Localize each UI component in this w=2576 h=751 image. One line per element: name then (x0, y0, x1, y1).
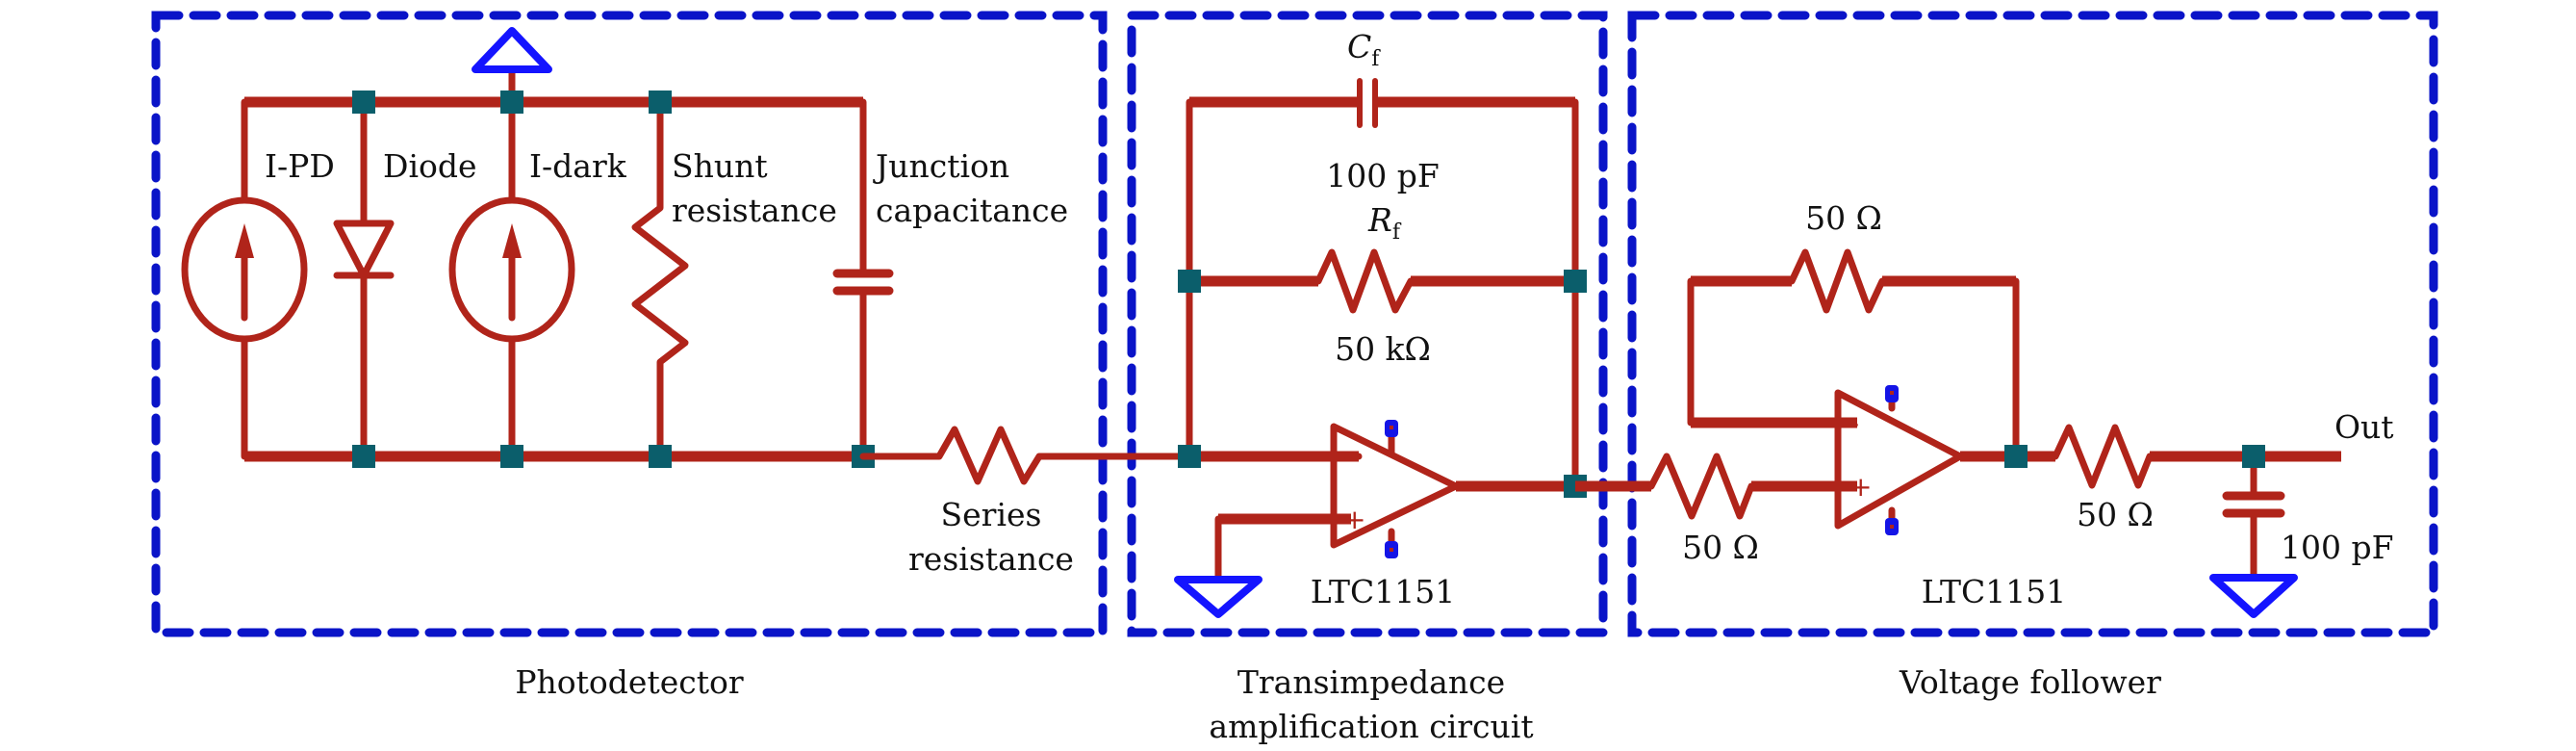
output-resistor (2052, 424, 2341, 489)
label-input-resistor: 50 Ω (1682, 529, 1759, 566)
output-capacitor (2222, 453, 2285, 582)
ground-icon (1174, 576, 1262, 618)
ground-icon (472, 27, 552, 73)
junction-node (500, 91, 523, 114)
label-opamp2-model: LTC1151 (1922, 573, 2066, 610)
label-shunt-line1: Shunt (672, 147, 768, 185)
junction-node (1564, 270, 1587, 293)
minus-sign-icon: - (1343, 441, 1353, 473)
rf-resistor (1189, 248, 1575, 314)
label-rf-value: 50 kΩ (1335, 330, 1431, 368)
label-junction-line1: Junction (873, 147, 1009, 185)
plus-sign-icon: + (1343, 504, 1365, 535)
feedback-resistor (1691, 248, 2016, 314)
label-shunt-line2: resistance (672, 192, 837, 229)
ground-icon (2209, 574, 2298, 618)
current-source-idark (448, 98, 575, 460)
label-rf: Rf (1367, 201, 1402, 245)
label-out: Out (2334, 408, 2394, 446)
caption-transimpedance-line1: Transimpedance (1237, 663, 1505, 701)
label-ipd: I-PD (265, 147, 335, 185)
opamp-ltc1151-follower (1834, 385, 1964, 535)
label-junction-line2: capacitance (876, 192, 1068, 229)
panel-voltage-follower-border (1627, 11, 2438, 637)
label-series-line2: resistance (908, 540, 1074, 578)
minus-sign-icon: - (1849, 407, 1859, 439)
label-feedback-resistor: 50 Ω (1805, 199, 1882, 237)
junction-node (649, 445, 672, 468)
arrow-up-icon (235, 223, 254, 258)
junction-node (649, 91, 672, 114)
arrow-up-icon (502, 223, 522, 258)
current-source-ipd (181, 196, 308, 343)
label-opamp1-model: LTC1151 (1311, 573, 1455, 610)
junction-node (500, 445, 523, 468)
panel-transimpedance-border (1127, 11, 1608, 637)
label-cf-value: 100 pF (1326, 157, 1440, 194)
caption-voltage-follower: Voltage follower (1899, 663, 2161, 701)
label-output-capacitor: 100 pF (2281, 529, 2394, 566)
label-output-resistor: 50 Ω (2077, 496, 2154, 533)
photodetector-circuit: I-PD Diode I-dark Shunt resistance Junct… (181, 27, 1193, 578)
label-idark: I-dark (529, 147, 627, 185)
label-cf: Cf (1347, 28, 1381, 71)
series-resistor (859, 426, 1193, 485)
panel-photodetector-border (151, 11, 1108, 637)
label-series-line1: Series (941, 496, 1042, 533)
input-resistor (1647, 453, 1857, 520)
shunt-resistor (631, 98, 689, 460)
voltage-follower-circuit: + - (1647, 199, 2394, 618)
plus-sign-icon: + (1849, 471, 1872, 503)
junction-node (1178, 445, 1201, 468)
junction-node (352, 91, 375, 114)
transimpedance-circuit: - + Cf 100 pF Rf 50 kΩ LTC1151 (1174, 28, 1587, 618)
diode (333, 98, 395, 460)
caption-photodetector: Photodetector (515, 663, 744, 701)
label-diode: Diode (383, 147, 477, 185)
junction-node (1178, 270, 1201, 293)
junction-capacitor (832, 98, 894, 460)
opamp-ltc1151-tia: - + (1189, 420, 1575, 558)
caption-transimpedance-line2: amplification circuit (1209, 708, 1533, 745)
junction-node (352, 445, 375, 468)
junction-node (2004, 445, 2028, 468)
junction-node (2242, 445, 2265, 468)
